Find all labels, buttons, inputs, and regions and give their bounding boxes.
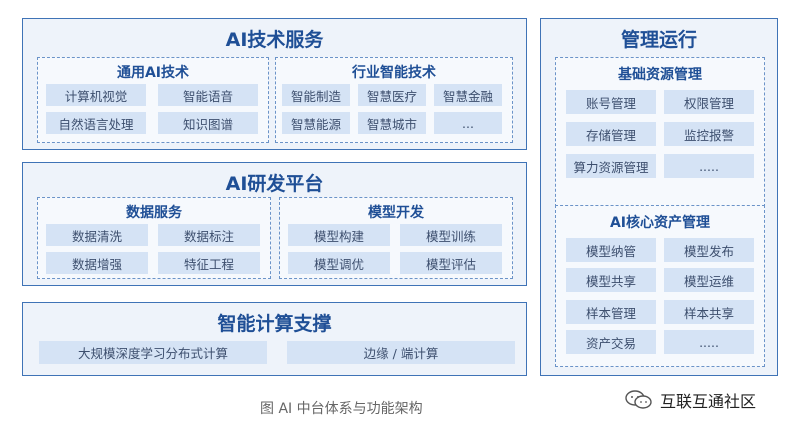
- chip-account-mgmt: 账号管理: [566, 90, 656, 114]
- industry-ai-group: 行业智能技术 智能制造 智慧医疗 智慧金融 智慧能源 智慧城市 ...: [275, 57, 513, 143]
- chip-more: .....: [664, 330, 754, 354]
- chip-model-tune: 模型调优: [288, 252, 390, 274]
- chip-model-build: 模型构建: [288, 224, 390, 246]
- wechat-icon: [625, 390, 652, 409]
- chip-knowledge-graph: 知识图谱: [158, 112, 258, 134]
- chip-nlp: 自然语言处理: [46, 112, 146, 134]
- general-ai-title: 通用AI技术: [116, 65, 190, 81]
- chip-asset-trade: 资产交易: [566, 330, 656, 354]
- chip-smart-finance: 智慧金融: [434, 84, 502, 106]
- model-dev-title: 模型开发: [368, 205, 424, 221]
- model-dev-group: 模型开发 模型构建 模型训练 模型调优 模型评估: [279, 197, 513, 279]
- chip-more: ...: [434, 112, 502, 134]
- chip-model-release: 模型发布: [664, 238, 754, 262]
- data-service-title: 数据服务: [126, 205, 182, 221]
- ai-dev-platform-panel: AI研发平台 数据服务 数据清洗 数据标注 数据增强 特征工程 模型开发 模型构…: [22, 162, 527, 286]
- chip-model-ops: 模型运维: [664, 268, 754, 292]
- chip-computer-vision: 计算机视觉: [46, 84, 146, 106]
- chip-monitor-alert: 监控报警: [664, 122, 754, 146]
- chip-permission-mgmt: 权限管理: [664, 90, 754, 114]
- chip-model-train: 模型训练: [400, 224, 502, 246]
- figure-caption: 图 AI 中台体系与功能架构: [260, 401, 423, 417]
- core-asset-title: AI核心资产管理: [609, 215, 711, 231]
- chip-storage-mgmt: 存储管理: [566, 122, 656, 146]
- chip-feature-engineering: 特征工程: [158, 252, 260, 274]
- chip-more: .....: [664, 154, 754, 178]
- ops-panel: 管理运行 基础资源管理 账号管理 权限管理 存储管理 监控报警 算力资源管理 .…: [540, 18, 778, 376]
- chip-model-share: 模型共享: [566, 268, 656, 292]
- chip-smart-energy: 智慧能源: [282, 112, 350, 134]
- chip-compute-mgmt: 算力资源管理: [566, 154, 656, 178]
- compute-support-panel: 智能计算支撑 大规模深度学习分布式计算 边缘 / 端计算: [22, 302, 527, 376]
- data-service-group: 数据服务 数据清洗 数据标注 数据增强 特征工程: [37, 197, 271, 279]
- chip-smart-city: 智慧城市: [358, 112, 426, 134]
- chip-data-augment: 数据增强: [46, 252, 148, 274]
- general-ai-group: 通用AI技术 计算机视觉 智能语音 自然语言处理 知识图谱: [37, 57, 269, 143]
- ai-tech-service-panel: AI技术服务 通用AI技术 计算机视觉 智能语音 自然语言处理 知识图谱 行业智…: [22, 18, 527, 150]
- brand-text: 互联互通社区: [660, 392, 757, 411]
- chip-smart-medical: 智慧医疗: [358, 84, 426, 106]
- ai-tech-service-title: AI技术服务: [225, 29, 324, 51]
- chip-distributed-dl: 大规模深度学习分布式计算: [39, 341, 267, 364]
- ops-title: 管理运行: [620, 29, 697, 51]
- brand-watermark: 互联互通社区: [624, 388, 756, 412]
- industry-ai-title: 行业智能技术: [352, 65, 436, 81]
- chip-smart-manufacturing: 智能制造: [282, 84, 350, 106]
- compute-support-title: 智能计算支撑: [217, 313, 332, 335]
- basic-resource-title: 基础资源管理: [618, 67, 702, 83]
- chip-data-cleaning: 数据清洗: [46, 224, 148, 246]
- chip-speech: 智能语音: [158, 84, 258, 106]
- chip-data-labeling: 数据标注: [158, 224, 260, 246]
- core-asset-group: AI核心资产管理 模型纳管 模型发布 模型共享 模型运维 样本管理 样本共享 资…: [555, 205, 765, 367]
- chip-sample-share: 样本共享: [664, 300, 754, 324]
- chip-model-onboard: 模型纳管: [566, 238, 656, 262]
- chip-model-eval: 模型评估: [400, 252, 502, 274]
- chip-sample-mgmt: 样本管理: [566, 300, 656, 324]
- basic-resource-group: 基础资源管理 账号管理 权限管理 存储管理 监控报警 算力资源管理 .....: [555, 57, 765, 207]
- ai-dev-platform-title: AI研发平台: [225, 173, 324, 195]
- chip-edge-computing: 边缘 / 端计算: [287, 341, 515, 364]
